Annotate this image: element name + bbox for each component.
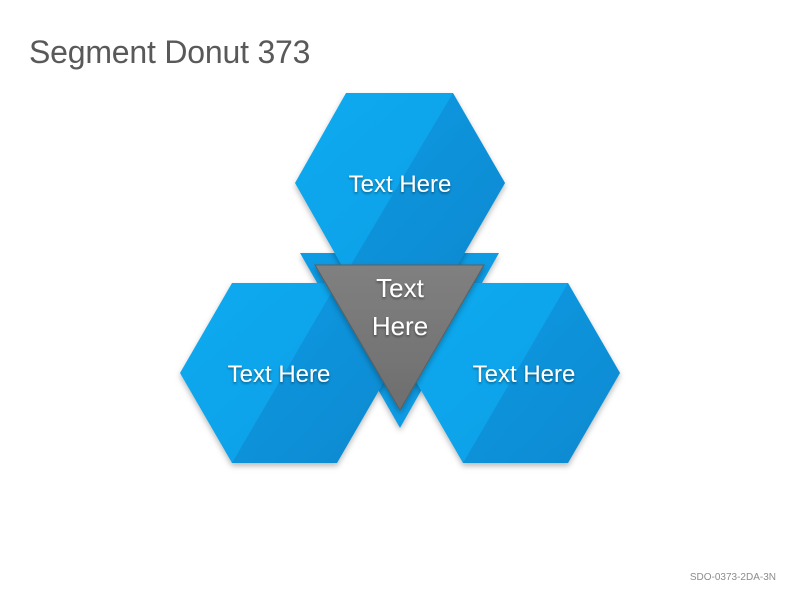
center-label-line1: Text xyxy=(376,273,424,303)
slide-title: Segment Donut 373 xyxy=(29,34,311,70)
slide-code: SDO-0373-2DA-3N xyxy=(689,572,776,583)
hexagon-left[interactable] xyxy=(180,283,389,463)
hexagon-top[interactable] xyxy=(295,93,505,273)
segment-label-top: Text Here xyxy=(349,171,452,198)
center-triangle[interactable] xyxy=(314,264,485,411)
segment-label-left: Text Here xyxy=(228,361,331,388)
center-label-line2: Here xyxy=(372,311,428,341)
segment-label-right: Text Here xyxy=(473,361,576,388)
hexagon-right[interactable] xyxy=(411,283,620,463)
